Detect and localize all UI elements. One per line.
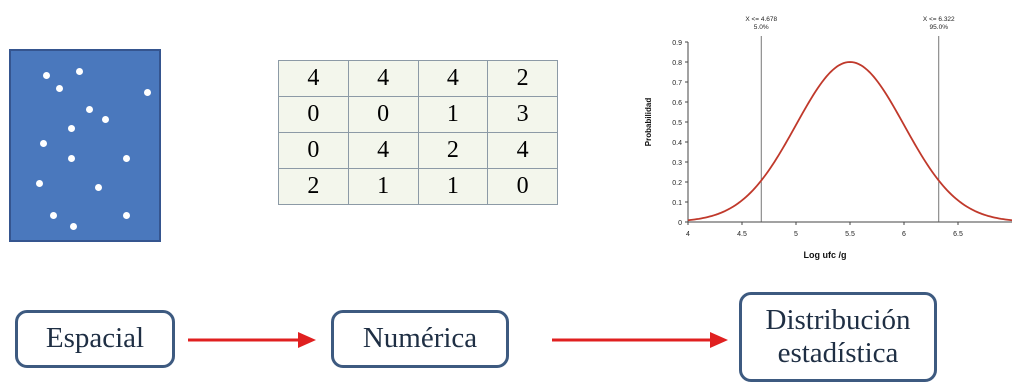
y-tick-label: 0.3 xyxy=(672,160,682,167)
percentile-marker-value: X <= 6.322 xyxy=(923,16,955,23)
x-tick-label: 6.5 xyxy=(953,231,963,238)
grid-row: 0 4 2 4 xyxy=(278,132,558,169)
grid-cell: 0 xyxy=(278,132,349,169)
sample-dot xyxy=(102,115,110,123)
distribution-chart: 0 0.1 0.2 0.3 0.4 0.5 0.6 0.7 0.8 0.9 4 4.5 5 5.5 6 6.5… xyxy=(644,16,1012,260)
y-tick-label: 0.6 xyxy=(672,100,682,107)
sample-dot xyxy=(85,106,93,114)
stage-distribution-box: Distribución estadística xyxy=(739,292,937,382)
grid-cell: 0 xyxy=(347,96,419,133)
y-tick-label: 0.2 xyxy=(672,180,682,187)
grid-cell: 2 xyxy=(278,168,349,205)
x-tick-label: 5.5 xyxy=(845,231,855,238)
y-tick-label: 0.8 xyxy=(672,60,682,67)
stage-numeric-label: Numérica xyxy=(362,322,478,355)
chart-tick-labels: 0 0.1 0.2 0.3 0.4 0.5 0.6 0.7 0.8 0.9 4 4.5 5 5.5 6 6.5 xyxy=(672,40,963,238)
grid-cell: 4 xyxy=(417,60,489,97)
grid-cell: 4 xyxy=(278,60,349,97)
y-tick-label: 0.4 xyxy=(672,140,682,147)
count-grid: 4 4 4 2 0 0 1 3 0 4 2 4 2 1 1 0 xyxy=(278,60,558,205)
distribution-curve xyxy=(687,61,1012,222)
x-tick-label: 4 xyxy=(686,231,690,238)
sample-dot xyxy=(40,140,48,148)
sample-dot xyxy=(68,124,76,132)
grid-cell: 2 xyxy=(417,132,489,169)
y-tick-label: 0.1 xyxy=(672,200,682,207)
stage-distribution-line1: Distribución xyxy=(765,303,911,336)
y-tick-label: 0 xyxy=(678,220,682,227)
arrow-numeric-to-distribution xyxy=(552,332,728,348)
sample-dot xyxy=(94,183,102,191)
sample-dot xyxy=(122,155,130,163)
x-tick-label: 5 xyxy=(794,231,798,238)
stage-spatial-label: Espacial xyxy=(45,322,145,355)
grid-cell: 0 xyxy=(278,96,349,133)
spatial-sample-panel xyxy=(9,49,161,242)
sample-dot xyxy=(68,155,76,163)
grid-cell: 2 xyxy=(487,60,558,97)
sample-dot xyxy=(56,85,64,93)
stage-numeric-box: Numérica xyxy=(331,310,509,368)
percentile-marker-value: X <= 4.678 xyxy=(745,16,777,23)
percentile-marker-percent: 95.0% xyxy=(930,24,949,31)
sample-dot xyxy=(35,179,43,187)
chart-axes xyxy=(685,41,1012,225)
y-tick-label: 0.9 xyxy=(672,40,682,47)
percentile-marker-percent: 5.0% xyxy=(754,24,769,31)
chart-y-axis-label: Probabilidad xyxy=(644,98,653,147)
sample-dot xyxy=(69,223,77,231)
sample-dot xyxy=(50,211,58,219)
grid-cell: 1 xyxy=(417,96,489,133)
stage-distribution-line2: estadística xyxy=(777,337,899,369)
grid-cell: 1 xyxy=(347,168,419,205)
y-tick-label: 0.5 xyxy=(672,120,682,127)
sample-dot xyxy=(43,72,51,80)
grid-cell: 4 xyxy=(487,132,558,169)
grid-cell: 3 xyxy=(487,96,558,133)
stage-spatial-box: Espacial xyxy=(15,310,175,368)
arrow-spatial-to-numeric xyxy=(188,332,316,348)
grid-row: 2 1 1 0 xyxy=(278,168,558,205)
sample-dot xyxy=(75,68,83,76)
sample-dot xyxy=(143,89,151,97)
y-tick-label: 0.7 xyxy=(672,80,682,87)
grid-row: 0 0 1 3 xyxy=(278,96,558,133)
grid-cell: 1 xyxy=(417,168,489,205)
chart-x-axis-label: Log ufc /g xyxy=(804,250,847,260)
grid-row: 4 4 4 2 xyxy=(278,60,558,97)
grid-cell: 4 xyxy=(347,132,419,169)
sample-dot xyxy=(122,211,130,219)
x-tick-label: 4.5 xyxy=(737,231,747,238)
x-tick-label: 6 xyxy=(902,231,906,238)
grid-cell: 0 xyxy=(487,168,558,205)
grid-cell: 4 xyxy=(347,60,419,97)
